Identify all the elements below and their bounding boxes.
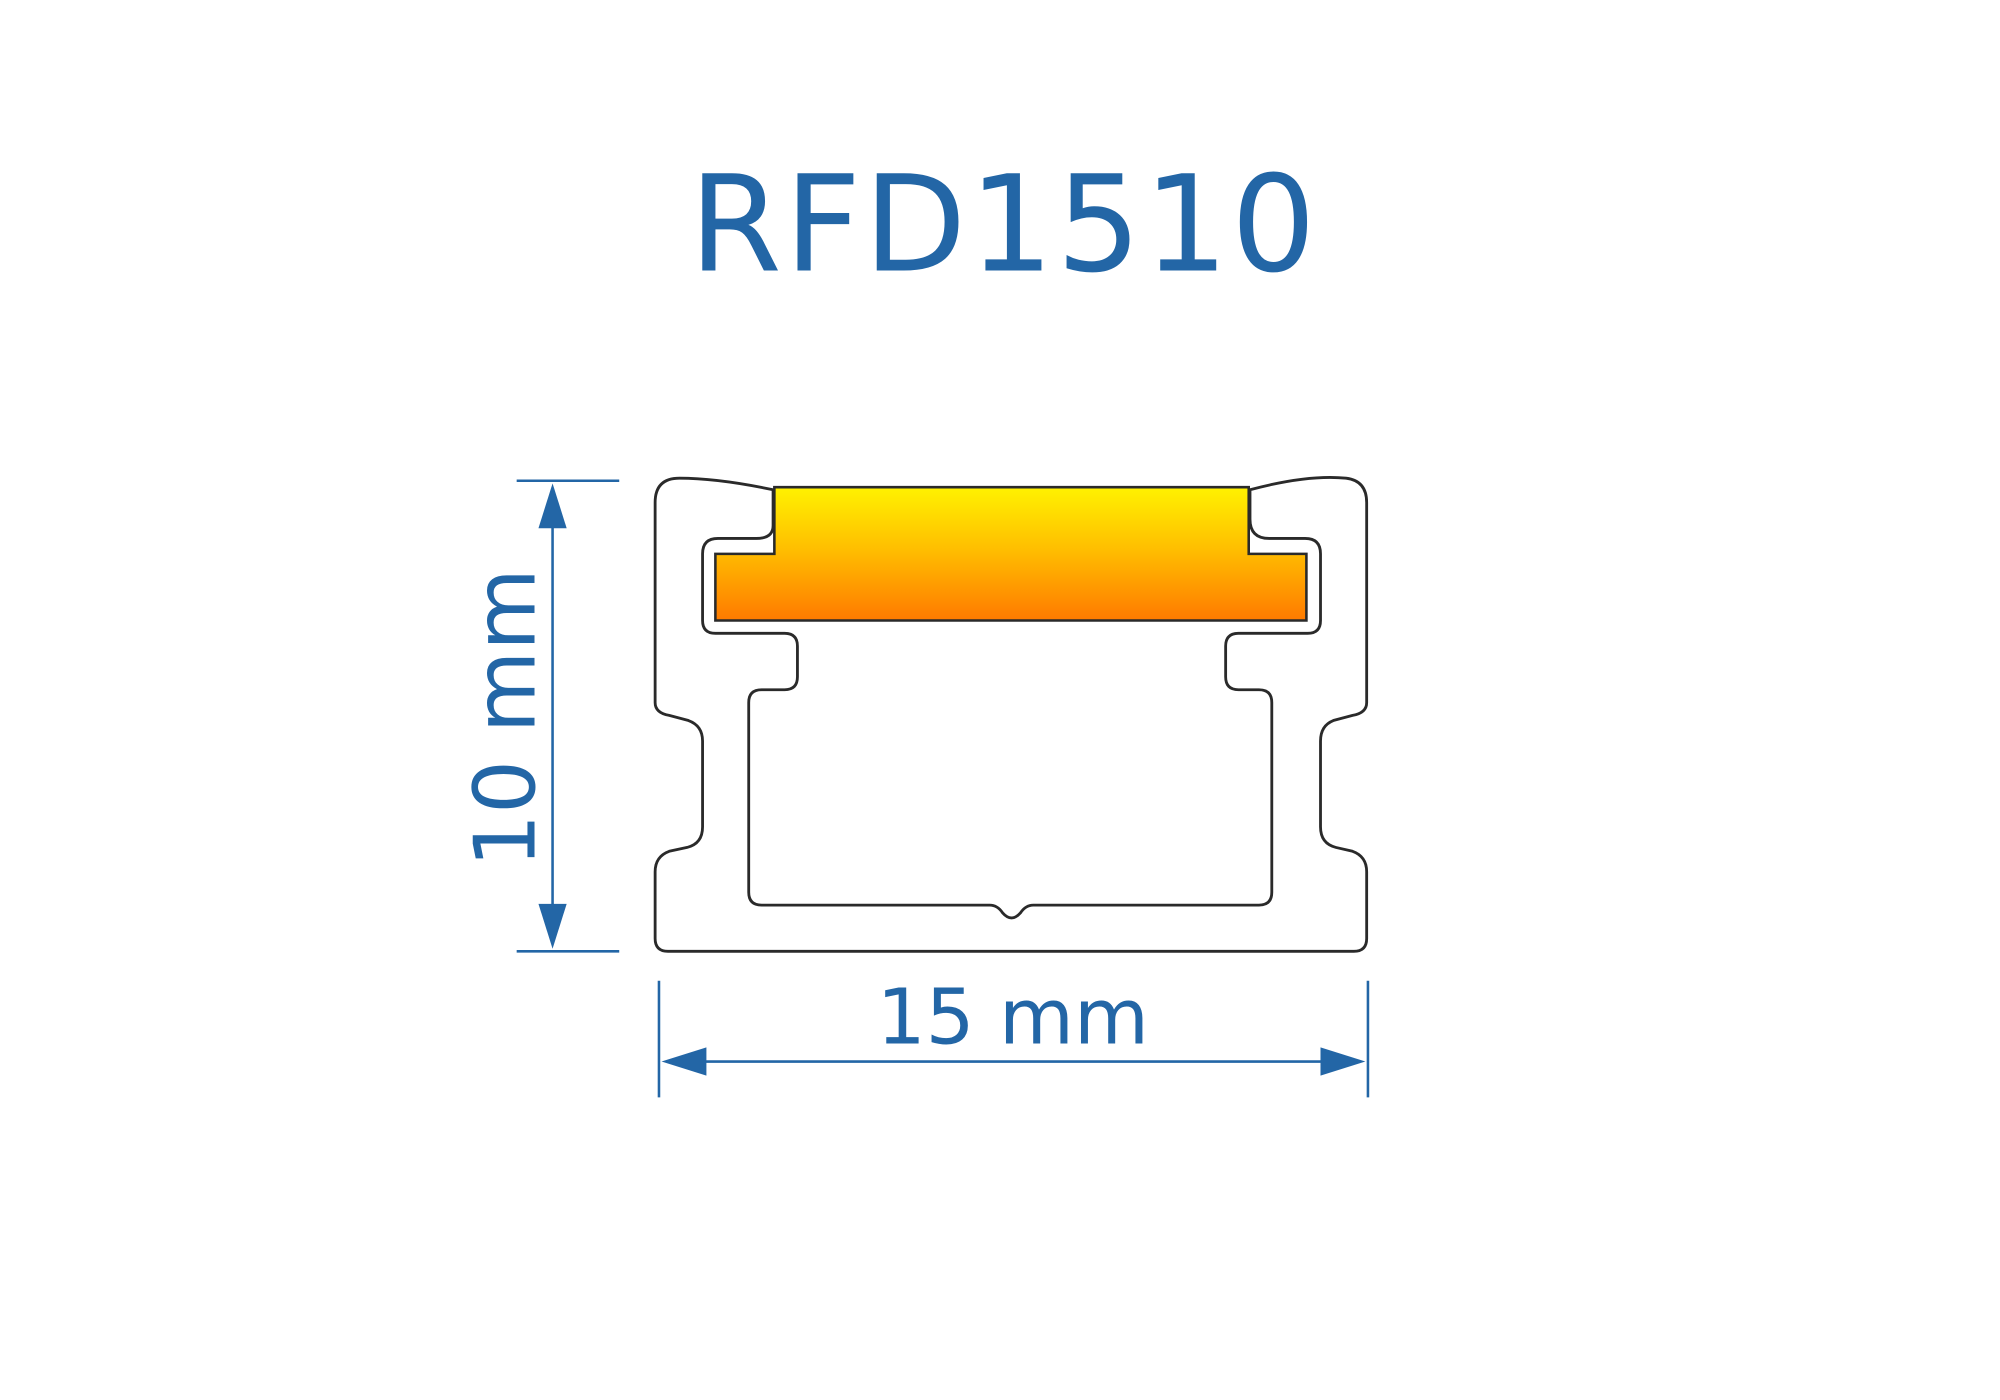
led-diffuser	[714, 485, 1308, 622]
height-dimension	[516, 479, 620, 953]
aluminium-profile-outline	[653, 476, 1369, 953]
arrow-up-icon	[538, 483, 567, 529]
arrow-left-icon	[661, 1047, 707, 1076]
width-dimension	[657, 980, 1370, 1098]
product-title: RFD1510	[689, 148, 1318, 303]
arrow-down-icon	[538, 903, 567, 949]
arrow-right-icon	[1320, 1047, 1366, 1076]
width-label: 15 mm	[877, 974, 1149, 1063]
height-label: 10 mm	[456, 568, 555, 867]
